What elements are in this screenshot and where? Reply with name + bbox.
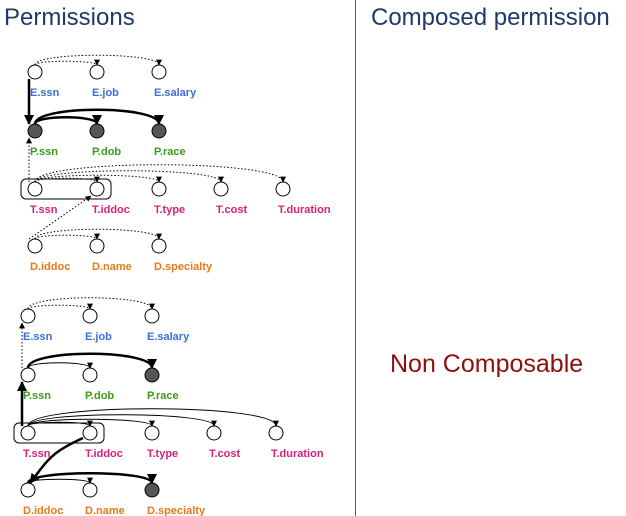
label-d1-e-job: E.job <box>92 87 119 99</box>
node-d1-p-race <box>151 123 167 139</box>
node-d1-t-ssn <box>27 181 43 197</box>
label-d2-t-iddoc: T.iddoc <box>85 448 123 460</box>
edge-d2-t-ssn-cost <box>27 414 217 427</box>
label-d1-t-iddoc: T.iddoc <box>92 204 130 216</box>
join-box-d1 <box>20 178 112 200</box>
node-d1-e-job <box>89 64 105 80</box>
edge-d2-d-iddoc-name <box>27 477 93 484</box>
edge-d1-e-ssn-job <box>34 59 100 66</box>
edge-d1-t-ssn-type <box>34 174 162 183</box>
node-d2-p-race <box>144 367 160 383</box>
node-d2-t-duration <box>268 425 284 441</box>
permissions-title: Permissions <box>4 4 135 31</box>
label-d1-t-ssn: T.ssn <box>30 204 58 216</box>
edge-d1-p-ssn-dob <box>33 114 102 126</box>
node-d1-t-cost <box>213 181 229 197</box>
node-d2-d-specialty <box>144 482 160 498</box>
edge-d1-d-iddoc-name <box>34 233 100 240</box>
node-d2-t-type <box>144 425 160 441</box>
node-d2-p-ssn <box>20 367 36 383</box>
node-d1-d-specialty <box>151 238 167 254</box>
label-d1-p-dob: P.dob <box>92 146 121 158</box>
node-d1-t-iddoc <box>89 181 105 197</box>
edge-d1-p-ssn-race <box>33 108 164 125</box>
label-d1-p-ssn: P.ssn <box>30 146 58 158</box>
label-d1-t-type: T.type <box>154 204 185 216</box>
label-d2-p-ssn: P.ssn <box>23 390 51 402</box>
node-d2-p-dob <box>82 367 98 383</box>
node-d2-e-job <box>82 308 98 324</box>
node-d2-e-salary <box>144 308 160 324</box>
node-d1-p-ssn <box>27 123 43 139</box>
node-d2-e-ssn <box>20 308 36 324</box>
edge-d1-t-ssn-cost <box>34 170 224 183</box>
node-d1-e-ssn <box>27 64 43 80</box>
label-d2-d-name: D.name <box>85 505 125 516</box>
label-d1-e-salary: E.salary <box>154 87 197 99</box>
node-d1-p-dob <box>89 123 105 139</box>
label-d2-t-cost: T.cost <box>209 448 241 460</box>
edge-d2-d-iddoc-specialty <box>26 472 157 484</box>
label-d2-d-iddoc: D.iddoc <box>23 505 63 516</box>
edge-d2-e-ssn-salary <box>27 297 155 310</box>
label-d2-d-specialty: D.specialty <box>147 505 206 516</box>
label-d1-e-ssn: E.ssn <box>30 87 60 99</box>
label-d1-d-specialty: D.specialty <box>154 261 213 273</box>
label-d2-e-salary: E.salary <box>147 331 190 343</box>
label-d2-t-duration: T.duration <box>271 448 324 460</box>
edge-d2-p-ssn-race <box>26 352 157 369</box>
edge-d1-e-ssn-salary <box>34 54 162 66</box>
node-d2-t-cost <box>206 425 222 441</box>
label-d2-e-ssn: E.ssn <box>23 331 53 343</box>
node-d2-t-iddoc <box>82 425 98 441</box>
composed-permission-title: Composed permission <box>371 4 610 31</box>
node-d1-d-iddoc <box>27 238 43 254</box>
label-d1-t-cost: T.cost <box>216 204 248 216</box>
edge-d1-d-iddoc-specialty <box>34 228 162 240</box>
label-d1-p-race: P.race <box>154 146 186 158</box>
label-d2-t-type: T.type <box>147 448 178 460</box>
column-divider <box>355 0 356 516</box>
edge-d2-t-ssn-duration <box>27 408 279 427</box>
label-d1-t-duration: T.duration <box>278 204 331 216</box>
edge-d1-d-iddoc-t-iddoc <box>28 195 92 240</box>
node-d2-t-ssn <box>20 425 36 441</box>
label-d1-d-iddoc: D.iddoc <box>30 261 70 273</box>
label-d2-p-race: P.race <box>147 390 179 402</box>
label-d2-e-job: E.job <box>85 331 112 343</box>
label-d2-t-ssn: T.ssn <box>23 448 51 460</box>
edge-d2-t-ssn-iddoc <box>27 420 93 427</box>
label-d2-p-dob: P.dob <box>85 390 114 402</box>
node-d1-e-salary <box>151 64 167 80</box>
edge-d1-t-ssn-iddoc <box>34 176 100 183</box>
node-d2-d-name <box>82 482 98 498</box>
edge-d2-p-ssn-dob <box>27 362 93 369</box>
join-box-d2 <box>13 422 105 444</box>
node-d1-t-type <box>151 181 167 197</box>
non-composable-label: Non Composable <box>390 350 584 378</box>
edge-d2-e-ssn-job <box>27 303 93 310</box>
node-d2-d-iddoc <box>20 482 36 498</box>
label-d1-d-name: D.name <box>92 261 132 273</box>
node-d1-d-name <box>89 238 105 254</box>
edge-d1-t-ssn-duration <box>34 164 286 183</box>
node-d1-t-duration <box>275 181 291 197</box>
